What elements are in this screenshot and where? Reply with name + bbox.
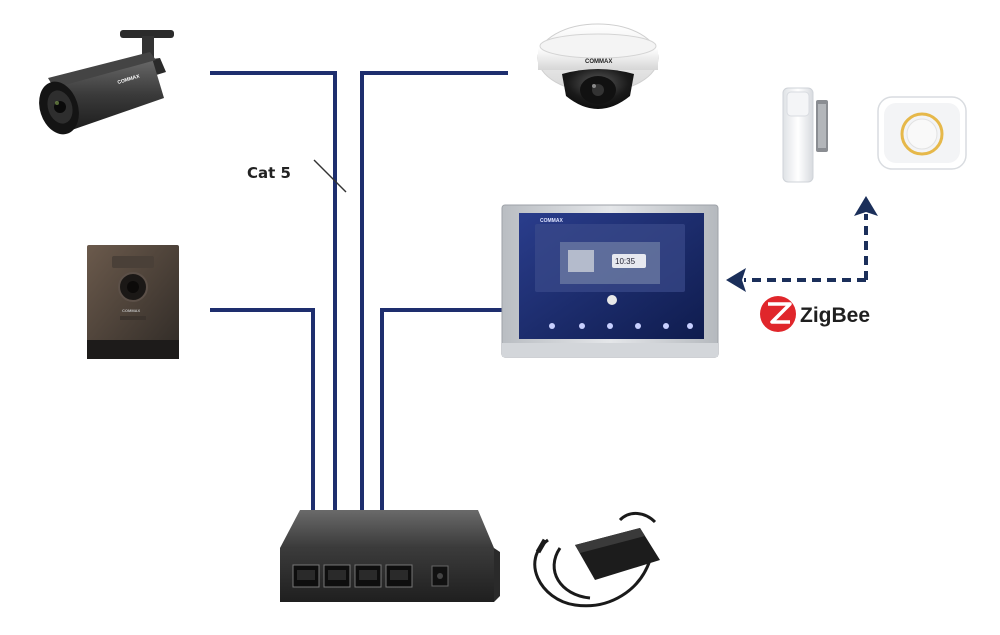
cable-bullet-camera	[210, 71, 337, 512]
motion-sensor[interactable]	[782, 87, 828, 183]
monitor-clock: 10:35	[615, 257, 636, 266]
poe-switch[interactable]	[280, 510, 500, 602]
power-adapter[interactable]	[533, 512, 660, 608]
zigbee-link	[726, 196, 878, 292]
cable-door-station	[210, 308, 315, 512]
zigbee-gateway[interactable]	[877, 96, 967, 170]
zigbee-logo-text: ZigBee	[800, 304, 870, 327]
arrow-up-icon	[854, 196, 878, 216]
arrow-left-icon	[726, 268, 746, 292]
dome-camera-brand: COMMAX	[585, 59, 612, 65]
monitor-button-row	[549, 323, 693, 329]
cable-callout-tick	[313, 159, 347, 193]
cable-indoor-monitor	[380, 308, 508, 512]
monitor-header-brand: COMMAX	[540, 218, 563, 224]
dome-camera[interactable]: COMMAX	[537, 23, 659, 109]
bullet-camera[interactable]: COMMAX	[33, 30, 174, 140]
door-station-brand: COMMAX	[122, 308, 141, 313]
zigbee-logo: ZigBee	[760, 296, 870, 332]
cable-dome-camera	[360, 71, 508, 512]
switch-ports	[292, 564, 413, 588]
indoor-monitor[interactable]: 10:35 COMMAX	[501, 204, 719, 358]
cat5-cabling	[210, 71, 508, 512]
door-station[interactable]: COMMAX	[87, 245, 179, 359]
cable-type-label: Cat 5	[247, 164, 291, 182]
